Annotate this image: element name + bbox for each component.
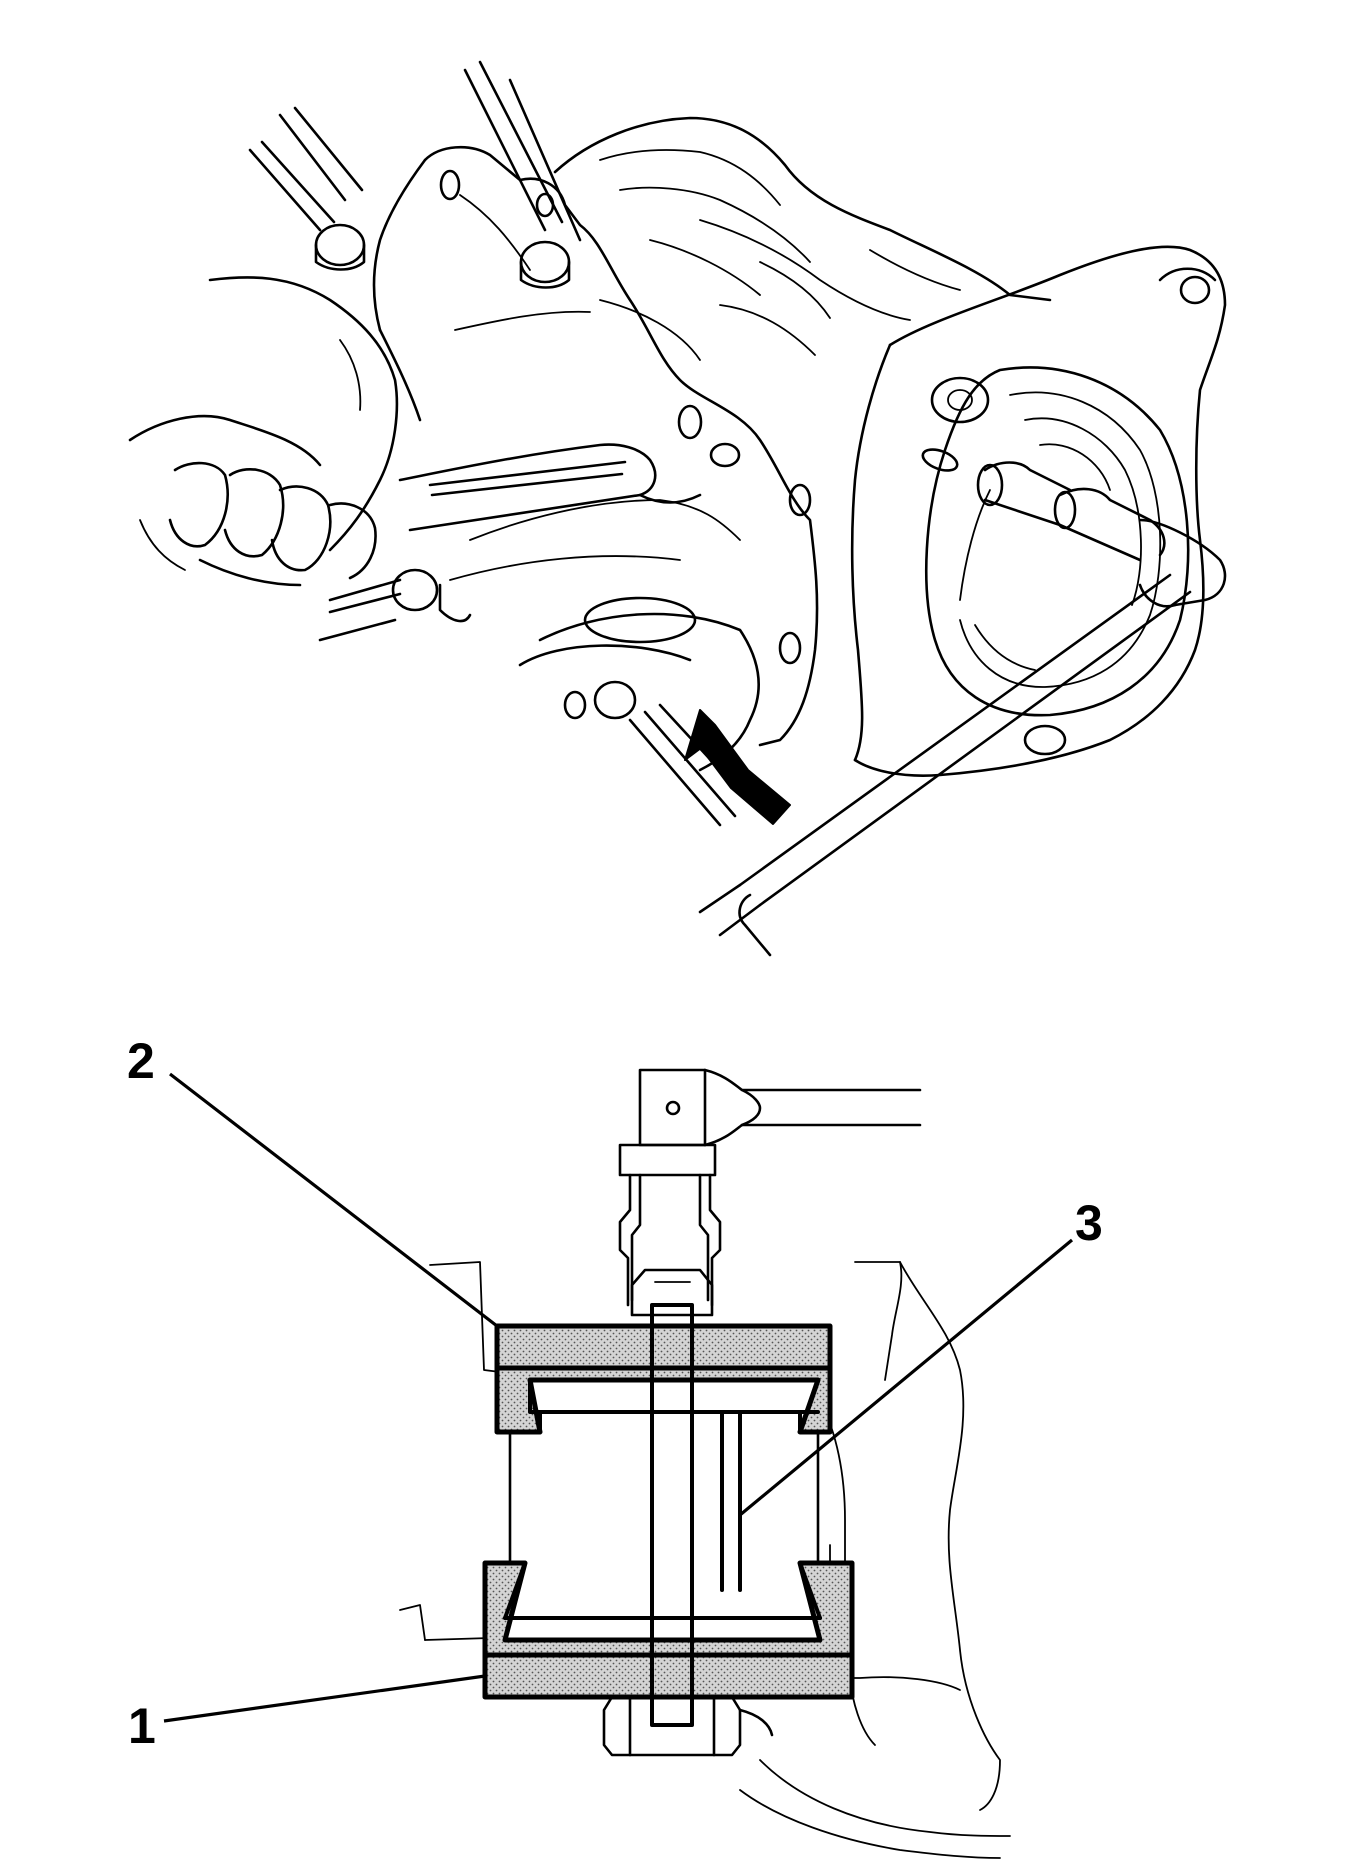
- slide-hammer-bars: [248, 60, 582, 289]
- upper-plate: [494, 1323, 833, 1371]
- extension-housing: [553, 116, 1052, 356]
- leader-line-2: [169, 1072, 498, 1328]
- leader-line-1: [163, 1674, 486, 1723]
- technician-hand: [128, 276, 702, 587]
- transmission-case: [372, 145, 819, 772]
- upper-cup-inner-line: [528, 1378, 820, 1414]
- threaded-screw: [650, 1303, 694, 1727]
- lower-view: 2 3 1: [127, 1033, 1103, 1859]
- lower-plate: [482, 1652, 855, 1700]
- callout-2: 2: [127, 1033, 155, 1089]
- leader-line-3: [738, 1238, 1074, 1517]
- arrow-up-right-icon: [684, 709, 791, 825]
- lower-bolts: [318, 568, 757, 827]
- callout-3: 3: [1075, 1195, 1103, 1251]
- lower-cup: [482, 1560, 855, 1658]
- puller-shaft: [698, 461, 1227, 957]
- upper-view: [128, 60, 1227, 957]
- callout-1: 1: [128, 1698, 156, 1754]
- spacer-rod: [720, 1410, 742, 1592]
- upper-cup: [494, 1365, 833, 1435]
- bottom-nut: [602, 1695, 774, 1757]
- bell-housing-flange: [850, 245, 1227, 777]
- t-handle: [618, 1068, 922, 1317]
